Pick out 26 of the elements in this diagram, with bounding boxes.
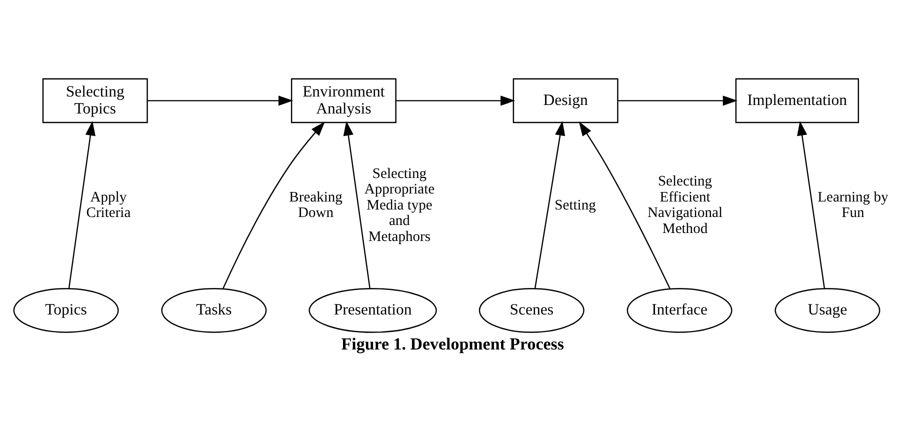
node-box: Selecting Topics xyxy=(42,78,148,124)
edge-label: Learning by Fun xyxy=(818,189,888,222)
arrow xyxy=(343,120,370,289)
edge-label: Setting xyxy=(554,197,596,214)
node-ellipse: Usage xyxy=(774,288,880,333)
node-ellipse: Scenes xyxy=(478,288,584,333)
arrow xyxy=(148,96,294,106)
arrow xyxy=(618,96,738,106)
arrow xyxy=(68,120,96,289)
caption: Figure 1. Development Process xyxy=(341,334,564,354)
arrow xyxy=(396,96,516,106)
edge-label: Selecting Appropriate Media type and Metaphors xyxy=(364,166,435,245)
edge-label: Breaking Down xyxy=(289,189,342,222)
node-box: Environment Analysis xyxy=(290,78,396,124)
arrow xyxy=(534,120,566,289)
node-ellipse: Tasks xyxy=(161,288,267,333)
edge-label: Selecting Efficient Navigational Method xyxy=(647,174,723,237)
node-ellipse: Topics xyxy=(13,288,119,333)
arrow xyxy=(222,122,325,289)
edge-label: Apply Criteria xyxy=(86,189,131,222)
arrow xyxy=(578,121,670,289)
node-ellipse: Presentation xyxy=(308,288,437,333)
arrow xyxy=(797,120,826,289)
node-box: Design xyxy=(512,78,618,124)
node-box: Implementation xyxy=(735,78,859,124)
node-ellipse: Interface xyxy=(626,288,732,333)
